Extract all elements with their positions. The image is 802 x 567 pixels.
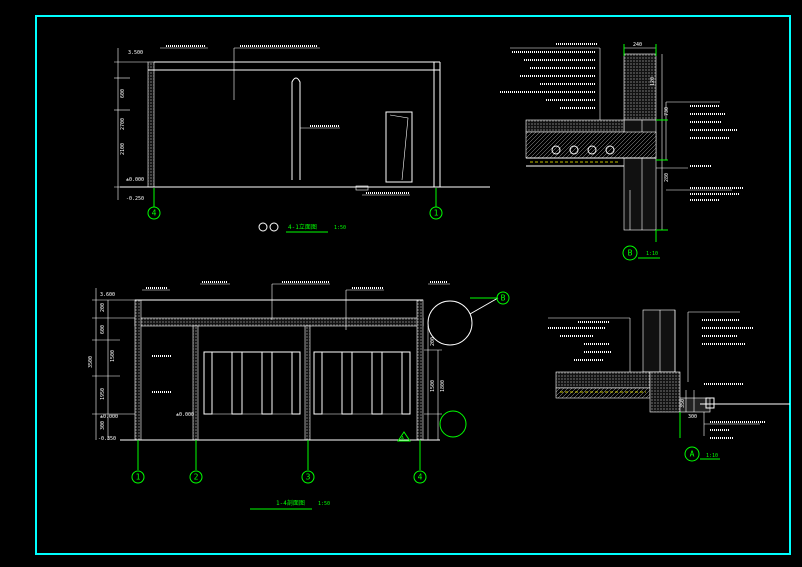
elevation-level-bottom: -0.250: [126, 196, 144, 202]
detail-b-bubble: [622, 245, 638, 261]
section-title: 1-4剖面图: [276, 499, 305, 507]
detail-a-label: A: [690, 450, 695, 459]
section-roof-slab: [134, 317, 424, 327]
elevation-wall-left: [147, 61, 155, 188]
section-dim-l6: 300: [100, 421, 106, 430]
elevation-dim-1: 600: [120, 89, 126, 98]
section-dim-l1: 200: [100, 303, 106, 312]
section-callout-b-bubble: [496, 291, 510, 305]
section-level-bottom: -0.350: [98, 436, 116, 442]
elevation-pipe: [291, 77, 301, 180]
elevation-axis-1-label: 1: [434, 209, 439, 218]
elevation-axis-1-bubble: [429, 206, 443, 220]
section-axis-4-label: 4: [418, 473, 423, 482]
section-dim-l2: 600: [100, 325, 106, 334]
elevation-scale: 1:50: [334, 225, 346, 231]
section-axis-1-label: 1: [136, 473, 141, 482]
section-scale: 1:50: [318, 501, 330, 507]
section-callout-a-circle: [439, 410, 467, 438]
section-zero-mark: ±0.000: [176, 412, 194, 418]
elevation-door: [385, 111, 413, 183]
elevation-level-top: 3.500: [128, 50, 143, 56]
detail-b: 240 120 730 280 B 1:10: [500, 42, 744, 261]
detail-b-dim-width: 240: [633, 42, 642, 48]
drawing-frame: [35, 15, 791, 555]
detail-b-label: B: [628, 249, 633, 258]
section-axis-2-label: 2: [194, 473, 199, 482]
elevation-dim-2: 2700: [120, 118, 126, 130]
elevation-axis-4-bubble: [147, 206, 161, 220]
section-dim-l4: 1500: [110, 350, 116, 362]
section-dim-l5: 1950: [100, 388, 106, 400]
section-dim-l3: 3500: [88, 356, 94, 368]
detail-a-dim-2: 300: [688, 414, 697, 420]
section-wall-axis-1: [134, 299, 142, 441]
section-callout-a-marker: [397, 431, 411, 442]
section-axis-3-label: 3: [306, 473, 311, 482]
detail-b-roof-slab: [525, 119, 625, 133]
section-axis-3-bubble: [301, 470, 315, 484]
section-axis-1-bubble: [131, 470, 145, 484]
section-1-4: 3.600 ±0.000 -0.350 200 600 3500 1500 19…: [88, 281, 510, 510]
elevation-axis-4-label: 4: [152, 209, 157, 218]
detail-a-wall: [642, 309, 676, 373]
section-wall-axis-3: [304, 325, 311, 441]
detail-a-dim-1: 350: [680, 399, 686, 408]
detail-b-parapet: [623, 53, 657, 121]
detail-a-floor-slab: [555, 371, 651, 389]
section-dim-r3: 1800: [440, 380, 446, 392]
elevation-4-1: 3.500 ±0.000 -0.250 600 2700 2100 4 1 4-…: [114, 45, 490, 233]
elevation-title: 4-1立面图: [288, 223, 317, 231]
section-partitions-left: [203, 351, 301, 415]
detail-b-dim-low: 280: [664, 173, 670, 182]
section-dim-r2: 1500: [430, 380, 436, 392]
section-callout-a-label: A: [401, 436, 404, 442]
section-callout-b-label: B: [501, 294, 506, 303]
section-partitions-right: [313, 351, 411, 415]
detail-a-scale: 1:10: [706, 453, 718, 459]
elevation-level-zero: ±0.000: [126, 177, 144, 183]
detail-b-dim-mid: 730: [664, 107, 670, 116]
section-callout-b-circle: [427, 300, 473, 346]
section-wall-axis-4: [416, 299, 424, 441]
section-level-top: 3.600: [100, 292, 115, 298]
detail-a: 350 300 A 1:10: [548, 309, 790, 462]
elevation-dim-3: 2100: [120, 143, 126, 155]
section-level-zero: ±0.000: [100, 414, 118, 420]
section-axis-2-bubble: [189, 470, 203, 484]
detail-b-scale: 1:10: [646, 251, 658, 257]
section-dim-r1: 200: [430, 337, 436, 346]
section-axis-4-bubble: [413, 470, 427, 484]
detail-a-bubble: [684, 446, 700, 462]
section-wall-axis-2: [192, 325, 199, 441]
detail-b-dim-cap: 120: [650, 77, 656, 86]
